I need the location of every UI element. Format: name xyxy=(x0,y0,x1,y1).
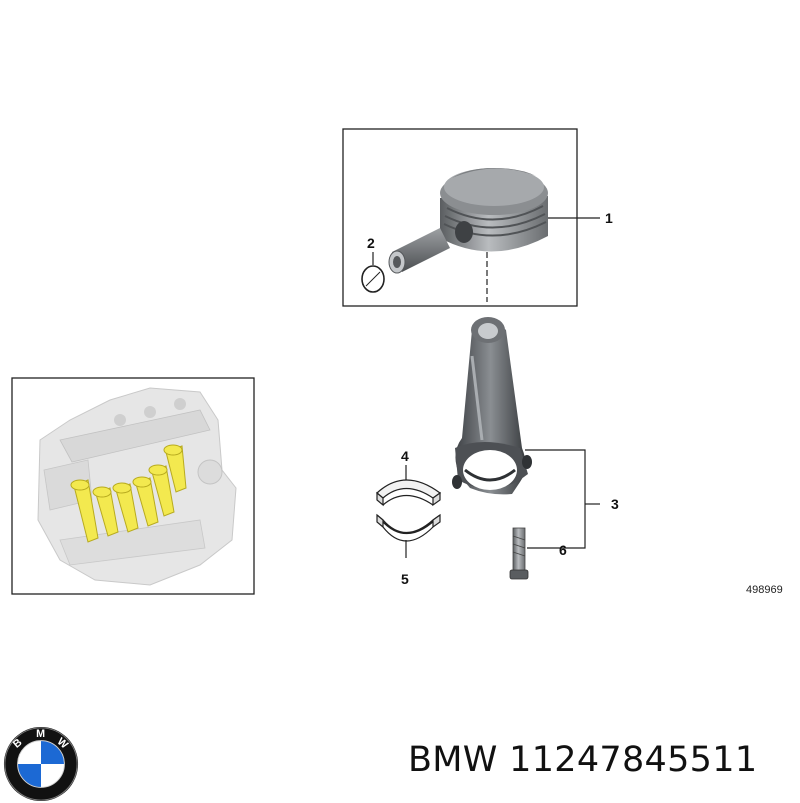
bmw-logo: B M W xyxy=(3,726,79,802)
piston-illustration xyxy=(440,168,548,252)
callout-3: 3 xyxy=(611,496,619,512)
callout-1: 1 xyxy=(605,210,613,226)
leader-line-3 xyxy=(525,449,586,549)
engine-overview-frame xyxy=(11,377,255,595)
bearing-shell-upper-illustration xyxy=(376,479,442,507)
bearing-shell-lower-illustration xyxy=(376,513,441,542)
rod-bolt-illustration xyxy=(509,527,529,580)
piston-pin-illustration xyxy=(388,228,450,274)
callout-5: 5 xyxy=(401,571,409,587)
part-caption: BMW 11247845511 xyxy=(408,740,758,780)
connecting-rod-illustration xyxy=(452,317,532,495)
callout-2: 2 xyxy=(367,235,375,251)
connecting-rods-highlight xyxy=(70,444,187,543)
callout-4: 4 xyxy=(401,448,409,464)
bmw-logo-letter-m: M xyxy=(36,728,45,740)
circlip-illustration xyxy=(361,265,385,293)
callout-6: 6 xyxy=(559,542,567,558)
reference-number: 498969 xyxy=(746,584,783,596)
